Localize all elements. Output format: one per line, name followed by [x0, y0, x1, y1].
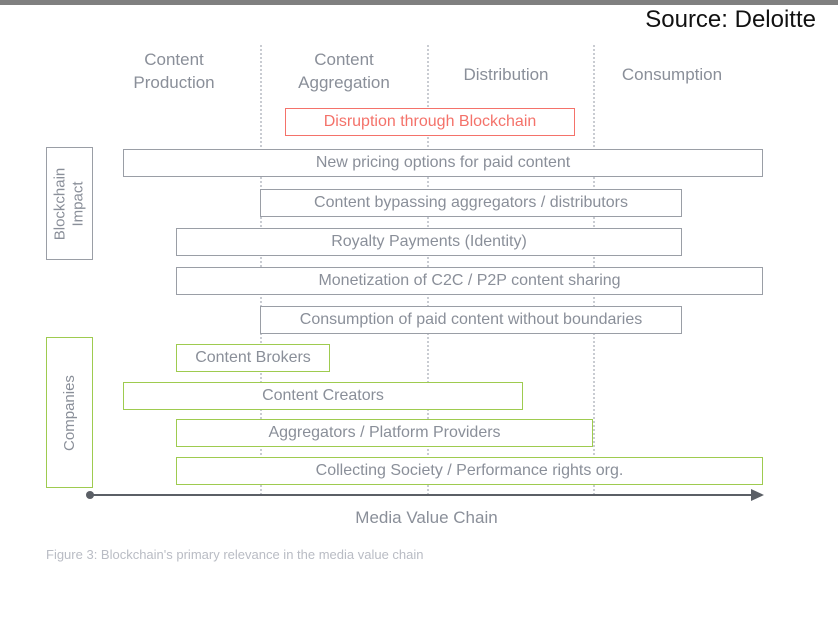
column-header-0: Content Production — [133, 50, 215, 92]
group-label: Blockchain Impact — [51, 167, 87, 240]
group-box-blockchain-impact: Blockchain Impact — [46, 147, 93, 260]
axis-arrowhead-icon — [751, 489, 764, 501]
bar-consumption-paid-content: Consumption of paid content without boun… — [260, 306, 682, 334]
bar-royalty-payments: Royalty Payments (Identity) — [176, 228, 682, 256]
bar-content-bypassing: Content bypassing aggregators / distribu… — [260, 189, 682, 217]
bar-content-creators: Content Creators — [123, 382, 523, 410]
column-header-2: Distribution — [463, 65, 549, 84]
bar-new-pricing-options: New pricing options for paid content — [123, 149, 763, 177]
column-header-1: Content Aggregation — [298, 50, 390, 92]
source-attribution: Source: Deloitte — [645, 6, 816, 33]
bar-content-brokers: Content Brokers — [176, 344, 330, 372]
group-box-companies: Companies — [46, 337, 93, 488]
bar-disruption-through-blockchain: Disruption through Blockchain — [285, 108, 575, 136]
bar-aggregators-platform-providers: Aggregators / Platform Providers — [176, 419, 593, 447]
axis-line — [90, 494, 753, 496]
top-grey-bar — [0, 0, 838, 5]
figure-caption: Figure 3: Blockchain's primary relevance… — [46, 547, 424, 562]
column-header-3: Consumption — [621, 65, 723, 84]
axis-title: Media Value Chain — [355, 508, 498, 527]
group-label: Companies — [60, 374, 78, 451]
bar-collecting-society: Collecting Society / Performance rights … — [176, 457, 763, 485]
bar-monetization-c2c-p2p: Monetization of C2C / P2P content sharin… — [176, 267, 763, 295]
